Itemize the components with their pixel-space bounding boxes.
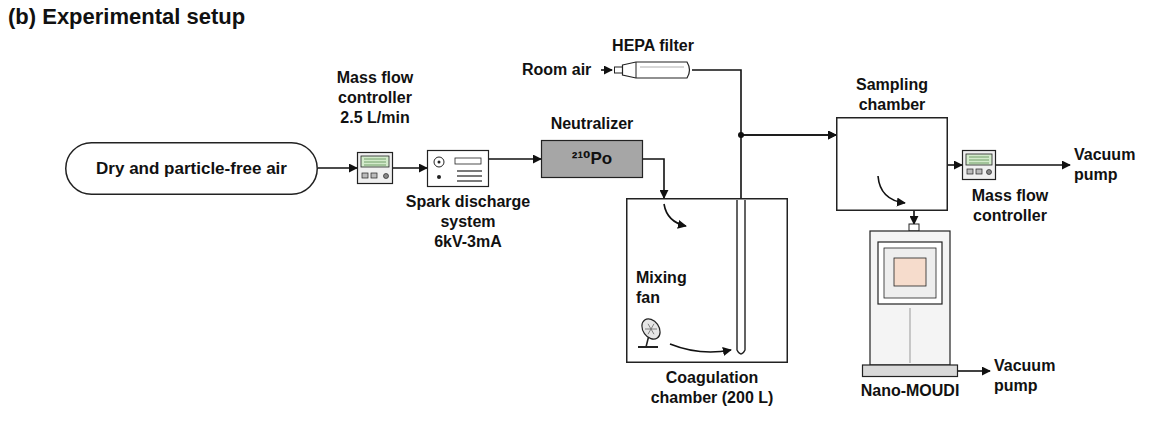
mass-flow-controller: Mass flow controller: [962, 150, 996, 180]
flow-arrow: [643, 159, 664, 198]
node-label: Spark discharge system: [396, 192, 541, 232]
vacuum-pump: Vacuum pump: [1070, 145, 1144, 187]
coagulation-chamber: Mixing fanCoagulation chamber (200 L): [626, 198, 788, 363]
flow-arrow: [489, 158, 541, 160]
node-label: Coagulation chamber (200 L): [637, 368, 787, 408]
flow-arrow: [958, 370, 990, 372]
room-air-arrow: [601, 69, 612, 71]
node-label: Vacuum pump: [994, 356, 1064, 396]
node-label: Mass flow controller: [960, 186, 1060, 226]
flow-arrow: [692, 70, 836, 135]
sampling-chamber: Sampling chamber: [836, 117, 948, 211]
node-value: 2.5 L/min: [325, 108, 425, 128]
nano-moudi-impactor-outline: [862, 224, 958, 377]
mixing-fan: Mixing fan: [632, 318, 668, 348]
node-label: HEPA filter: [593, 36, 713, 56]
flow-arrow: [913, 211, 915, 224]
node-label: Dry and particle-free air: [96, 159, 287, 179]
mixing-fan-outline: [632, 318, 668, 348]
flow-arrow: [670, 344, 731, 352]
hepa-filter-outline: [614, 61, 692, 79]
flow-arrow: [996, 164, 1070, 166]
flow-arrow: [664, 204, 686, 226]
node-value: 6kV-3mA: [396, 232, 541, 252]
sampling-chamber-outline: [836, 117, 948, 211]
source-pill: Dry and particle-free air: [65, 142, 318, 195]
node-label: Vacuum pump: [1074, 145, 1144, 185]
inlet-label: Room air: [522, 60, 591, 80]
vacuum-pump: Vacuum pump: [990, 356, 1064, 398]
flow-arrow: [318, 167, 357, 169]
node-label: Nano-MOUDI: [850, 381, 970, 401]
node-label: Sampling chamber: [842, 75, 942, 115]
sampling-tube: [737, 200, 745, 354]
flow-arrow: [741, 135, 836, 198]
flow-arrow: [393, 167, 427, 169]
flow-arrow: [948, 164, 962, 166]
mass-flow-controller-outline: [357, 152, 393, 184]
spark-generator-outline: [427, 150, 489, 187]
node-label: Mass flow controller: [325, 68, 425, 108]
diagram-title: (b) Experimental setup: [8, 4, 245, 30]
node-value: ²¹⁰Po: [572, 149, 613, 169]
hepa-filter: HEPA filter: [614, 61, 692, 79]
mass-flow-controller-outline: [962, 150, 996, 180]
node-label: Mixing fan: [636, 268, 698, 308]
neutralizer-box: Neutralizer²¹⁰Po: [541, 140, 643, 178]
flow-arrow: [878, 176, 905, 203]
node-label: Neutralizer: [532, 114, 652, 134]
spark-generator: Spark discharge system6kV-3mA: [427, 150, 489, 187]
connectors: [318, 70, 1070, 371]
mass-flow-controller: Mass flow controller2.5 L/min: [357, 152, 393, 184]
nano-moudi-impactor: Nano-MOUDI: [862, 224, 958, 377]
